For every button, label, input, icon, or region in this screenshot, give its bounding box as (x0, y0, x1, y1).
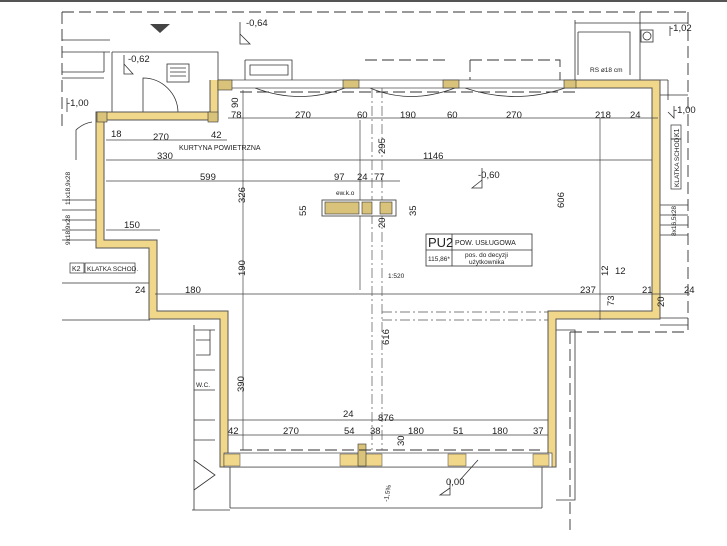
slope-label: -1,5% (383, 484, 393, 502)
level-label: -0,60 (478, 170, 500, 181)
dimension-label: 218 (595, 110, 611, 121)
room-area: 115,86* (428, 256, 450, 263)
wc-label: W.C. (196, 382, 210, 389)
stair-label-k1: KLATKA SCHOD. (674, 136, 681, 187)
exterior-walls (95, 79, 661, 468)
dimension-label: 330 (157, 151, 173, 162)
dimension-label: 60 (447, 110, 458, 121)
entrance-arrow-icon (150, 24, 170, 33)
dimension-label: 190 (237, 260, 248, 276)
rs-label: RS ø18 cm (590, 67, 623, 74)
dimension-label: 30 (396, 435, 407, 446)
dimension-label: 51 (453, 426, 464, 437)
ventilation-shaft (321, 199, 397, 217)
outer-boundary (61, 11, 689, 530)
dimension-label: 60 (357, 110, 368, 121)
dimension-label: 150 (124, 220, 140, 231)
dimension-label: 77 (374, 172, 385, 183)
vent-label: ew.k.o (336, 190, 355, 197)
dimension-label: 270 (153, 132, 169, 143)
stair-code-k1: K1 (674, 128, 681, 137)
dimension-label: 180 (408, 426, 424, 437)
dimension-label: 876 (378, 413, 394, 424)
doors (75, 77, 566, 160)
dimension-lines (106, 88, 690, 450)
room-label-box (425, 233, 533, 267)
dimension-label: 24 (684, 285, 695, 296)
room-note: użytkownika (469, 259, 505, 266)
dimension-label: 270 (295, 110, 311, 121)
dimension-label: 237 (580, 285, 596, 296)
room-note: pos. do decyzji (465, 252, 508, 259)
dimension-label: 24 (135, 285, 146, 296)
dimension-label: 616 (381, 329, 392, 345)
room-code: PU2 (428, 235, 453, 250)
dimension-label: 295 (377, 138, 388, 154)
dimension-label: 35 (408, 205, 419, 216)
stair-label-k2: KLATKA SCHOD. (87, 266, 138, 273)
dimension-label: 18 (111, 129, 122, 140)
dimension-label: 606 (556, 192, 567, 208)
dimension-label: 24 (343, 409, 354, 420)
level-label: -1,00 (67, 98, 89, 109)
stairs-spec-k1: 8x16,5x28 (671, 206, 678, 236)
dimension-label: 20 (377, 217, 388, 228)
dimension-label: 12 (600, 265, 611, 276)
dimension-label: 180 (185, 285, 201, 296)
dimension-label: 37 (533, 426, 544, 437)
dimension-label: 12 (615, 266, 626, 277)
stairs-spec-k2: 9x18,9x28 (65, 215, 72, 245)
dimension-label: 38 (370, 426, 381, 437)
air-curtain-label: KURTYNA POWIETRZNA (179, 145, 261, 152)
bottom-wall-windows (223, 443, 553, 468)
dimension-label: 270 (283, 426, 299, 437)
dimension-label: 326 (237, 187, 248, 203)
dimension-label: 21 (642, 285, 653, 296)
small-note: 1:520 (388, 273, 405, 280)
stair-code-k2: K2 (72, 266, 81, 273)
dimension-label: 180 (492, 426, 508, 437)
dimension-label: 20 (656, 296, 667, 307)
dimension-label: 390 (236, 376, 247, 392)
stairs-spec-k2: 11x18,9x28 (65, 171, 72, 205)
level-label: -0,62 (128, 54, 150, 65)
level-marker-icons (66, 22, 675, 496)
level-label: -1,00 (674, 105, 696, 116)
dimension-label: 54 (344, 426, 355, 437)
dimension-label: 55 (298, 205, 309, 216)
dimension-label: 97 (334, 172, 345, 183)
dimension-label: 42 (211, 130, 222, 141)
top-border (0, 0, 727, 2)
top-wall-windows (96, 59, 577, 123)
dimension-label: 24 (357, 172, 368, 183)
dimension-label: 270 (506, 110, 522, 121)
level-label: -1,02 (670, 23, 692, 34)
level-label: -0,64 (246, 18, 268, 29)
room-name: POW. USŁUGOWA (455, 240, 516, 247)
dimension-label: 42 (228, 426, 239, 437)
dimension-label: 78 (231, 110, 242, 121)
dimension-label: 73 (606, 295, 617, 306)
dimension-label: 24 (630, 110, 641, 121)
dimension-label: 90 (230, 97, 241, 108)
level-label: 0,00 (446, 477, 465, 488)
dimension-label: 1146 (423, 151, 443, 162)
dimension-label: 599 (200, 172, 216, 183)
dimension-label: 190 (400, 110, 416, 121)
